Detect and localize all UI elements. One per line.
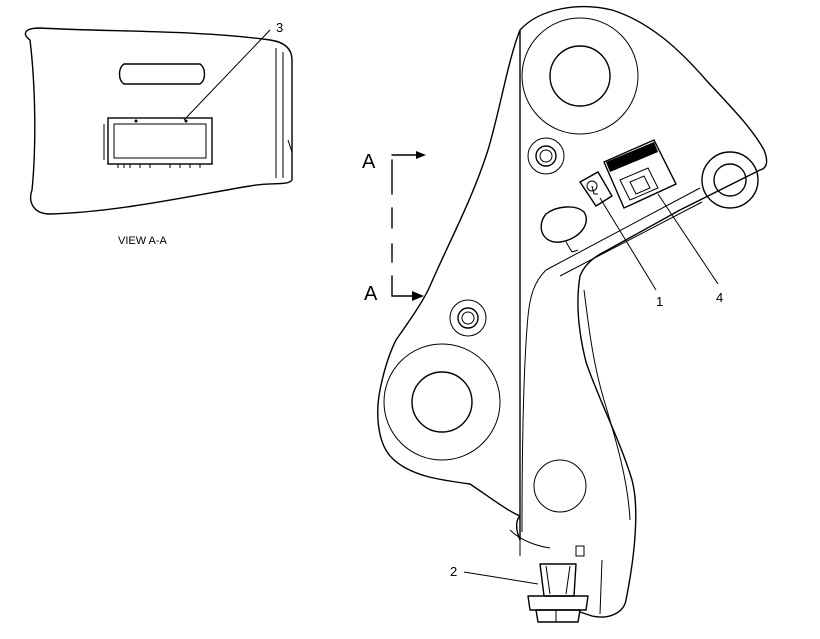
callout-label-1: 1	[656, 294, 663, 309]
right-eye	[701, 151, 759, 209]
bracket-outline	[377, 5, 768, 618]
section-mark-top: A	[362, 151, 376, 173]
top-pivot-bore	[521, 17, 639, 135]
bracket-assembly	[377, 5, 768, 623]
bracket-base-right	[599, 559, 603, 615]
callout-label-2: 2	[450, 564, 457, 579]
inset-outline	[24, 27, 293, 215]
arm-flange-top	[545, 187, 701, 271]
bottom-bore	[533, 459, 587, 513]
callout-leader-3	[183, 29, 271, 121]
inset-view-label: VIEW A-A	[118, 235, 168, 247]
section-marker-a-a: A A	[362, 151, 426, 305]
fitting-item-2	[527, 545, 589, 623]
handle-tab	[565, 241, 579, 253]
lower-fitting	[449, 299, 487, 337]
arm-flange-top-inner	[559, 201, 703, 277]
bracket-handle-slot	[540, 206, 587, 243]
arm-flange-left	[521, 269, 547, 533]
callout-label-4: 4	[716, 290, 723, 305]
section-mark-bottom: A	[364, 283, 378, 305]
inset-plate	[103, 117, 213, 168]
callout-label-3: 3	[276, 20, 283, 35]
callout-leader-2	[463, 571, 539, 585]
inset-view-a-a: VIEW A-A	[24, 27, 293, 247]
plate-item-4	[603, 139, 677, 209]
inset-notch	[287, 139, 293, 153]
upper-fitting	[527, 137, 565, 175]
callout-leader-1	[599, 197, 657, 291]
lower-pivot-bore	[383, 343, 501, 461]
callouts: 3 1 4 2	[183, 20, 723, 585]
arm-flange-right	[583, 289, 631, 521]
decal-item-1	[578, 171, 613, 207]
bracket-base-edge	[509, 529, 551, 549]
callout-leader-4	[657, 193, 719, 285]
inset-handle-slot	[118, 63, 206, 85]
